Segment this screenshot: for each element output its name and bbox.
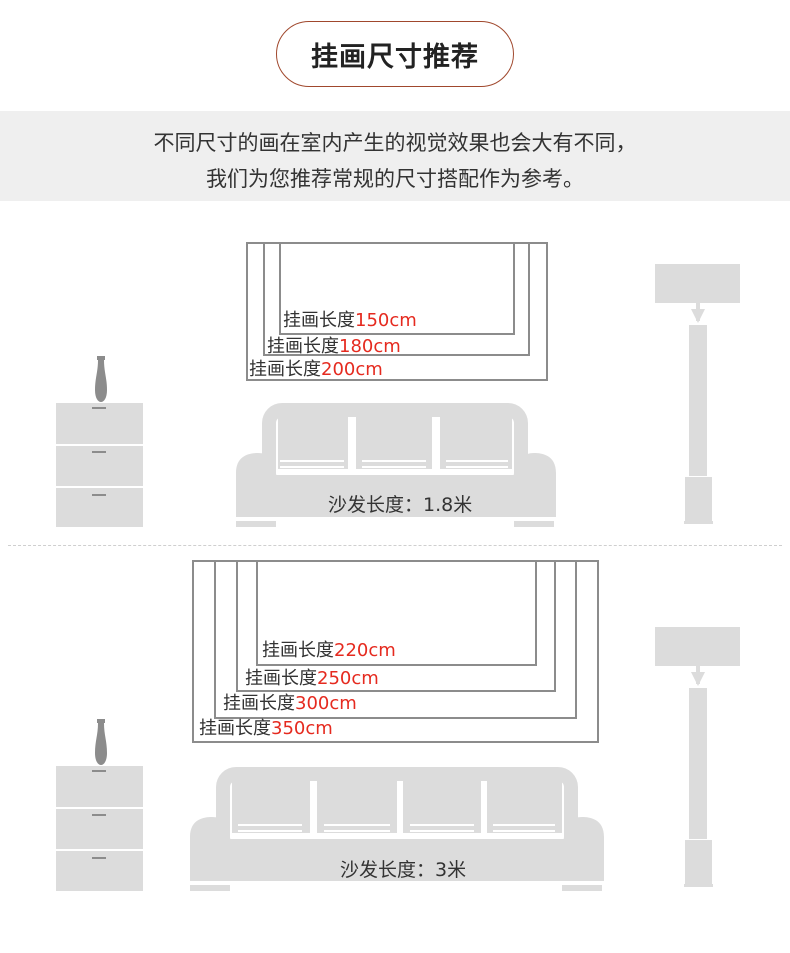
drawer-handle <box>92 407 106 409</box>
drawer-handle <box>92 770 106 772</box>
section-divider <box>8 545 782 546</box>
nightstand <box>56 766 143 891</box>
frame-label-size: 220cm <box>334 640 396 661</box>
drawer-handle <box>92 814 106 816</box>
frame-180cm <box>264 242 530 356</box>
frame-label-prefix: 挂画长度 <box>249 359 321 380</box>
drawer-handle <box>92 857 106 859</box>
frame-label-size: 300cm <box>295 693 357 714</box>
frame-label-size: 350cm <box>271 718 333 739</box>
frame-label-prefix: 挂画长度 <box>223 693 295 714</box>
frame-label-size: 250cm <box>317 668 379 689</box>
frame-150cm <box>279 242 515 335</box>
sofa-small-icon <box>236 403 556 527</box>
nightstand <box>56 403 143 527</box>
frame-label-size: 200cm <box>321 359 383 380</box>
drawer-divider <box>56 486 143 488</box>
drawer-divider <box>56 444 143 446</box>
frame-label-250: 挂画长度250cm <box>245 669 379 689</box>
frame-350cm <box>192 560 599 743</box>
drawer-divider <box>56 849 143 851</box>
frame-220cm <box>256 560 537 666</box>
drawer-handle <box>92 451 106 453</box>
intro-line-1: 不同尺寸的画在室内产生的视觉效果也会大有不同， <box>153 131 637 155</box>
frame-label-prefix: 挂画长度 <box>245 668 317 689</box>
frame-label-300: 挂画长度300cm <box>223 694 357 714</box>
frame-label-prefix: 挂画长度 <box>199 718 271 739</box>
sofa-length-label: 沙发长度：3米 <box>340 859 467 881</box>
frame-label-220: 挂画长度220cm <box>262 641 396 661</box>
frame-label-prefix: 挂画长度 <box>262 640 334 661</box>
intro-line-2: 我们为您推荐常规的尺寸搭配作为参考。 <box>206 167 584 191</box>
frame-label-size: 150cm <box>355 310 417 331</box>
floor-lamp-icon <box>655 264 740 524</box>
drawer-handle <box>92 494 106 496</box>
frame-label-prefix: 挂画长度 <box>283 310 355 331</box>
floor-lamp-icon <box>655 627 740 887</box>
frame-300cm <box>214 560 577 719</box>
frame-label-200: 挂画长度200cm <box>249 360 383 380</box>
frame-label-350: 挂画长度350cm <box>199 719 333 739</box>
frame-label-prefix: 挂画长度 <box>267 336 339 357</box>
sofa-length-label: 沙发长度：1.8米 <box>328 494 473 516</box>
frame-250cm <box>236 560 556 692</box>
frame-label-size: 180cm <box>339 336 401 357</box>
frame-200cm <box>246 242 548 381</box>
frame-label-180: 挂画长度180cm <box>267 337 401 357</box>
vase-icon <box>95 356 107 402</box>
drawer-divider <box>56 807 143 809</box>
section-title-text: 挂画尺寸推荐 <box>311 41 479 73</box>
section-title: 挂画尺寸推荐 <box>276 21 514 87</box>
frame-180cm-left-edge <box>263 242 265 356</box>
intro-band: 不同尺寸的画在室内产生的视觉效果也会大有不同， 我们为您推荐常规的尺寸搭配作为参… <box>0 111 790 201</box>
frame-label-150: 挂画长度150cm <box>283 311 417 331</box>
sofa-large-icon <box>190 767 604 891</box>
vase-icon <box>95 719 107 765</box>
